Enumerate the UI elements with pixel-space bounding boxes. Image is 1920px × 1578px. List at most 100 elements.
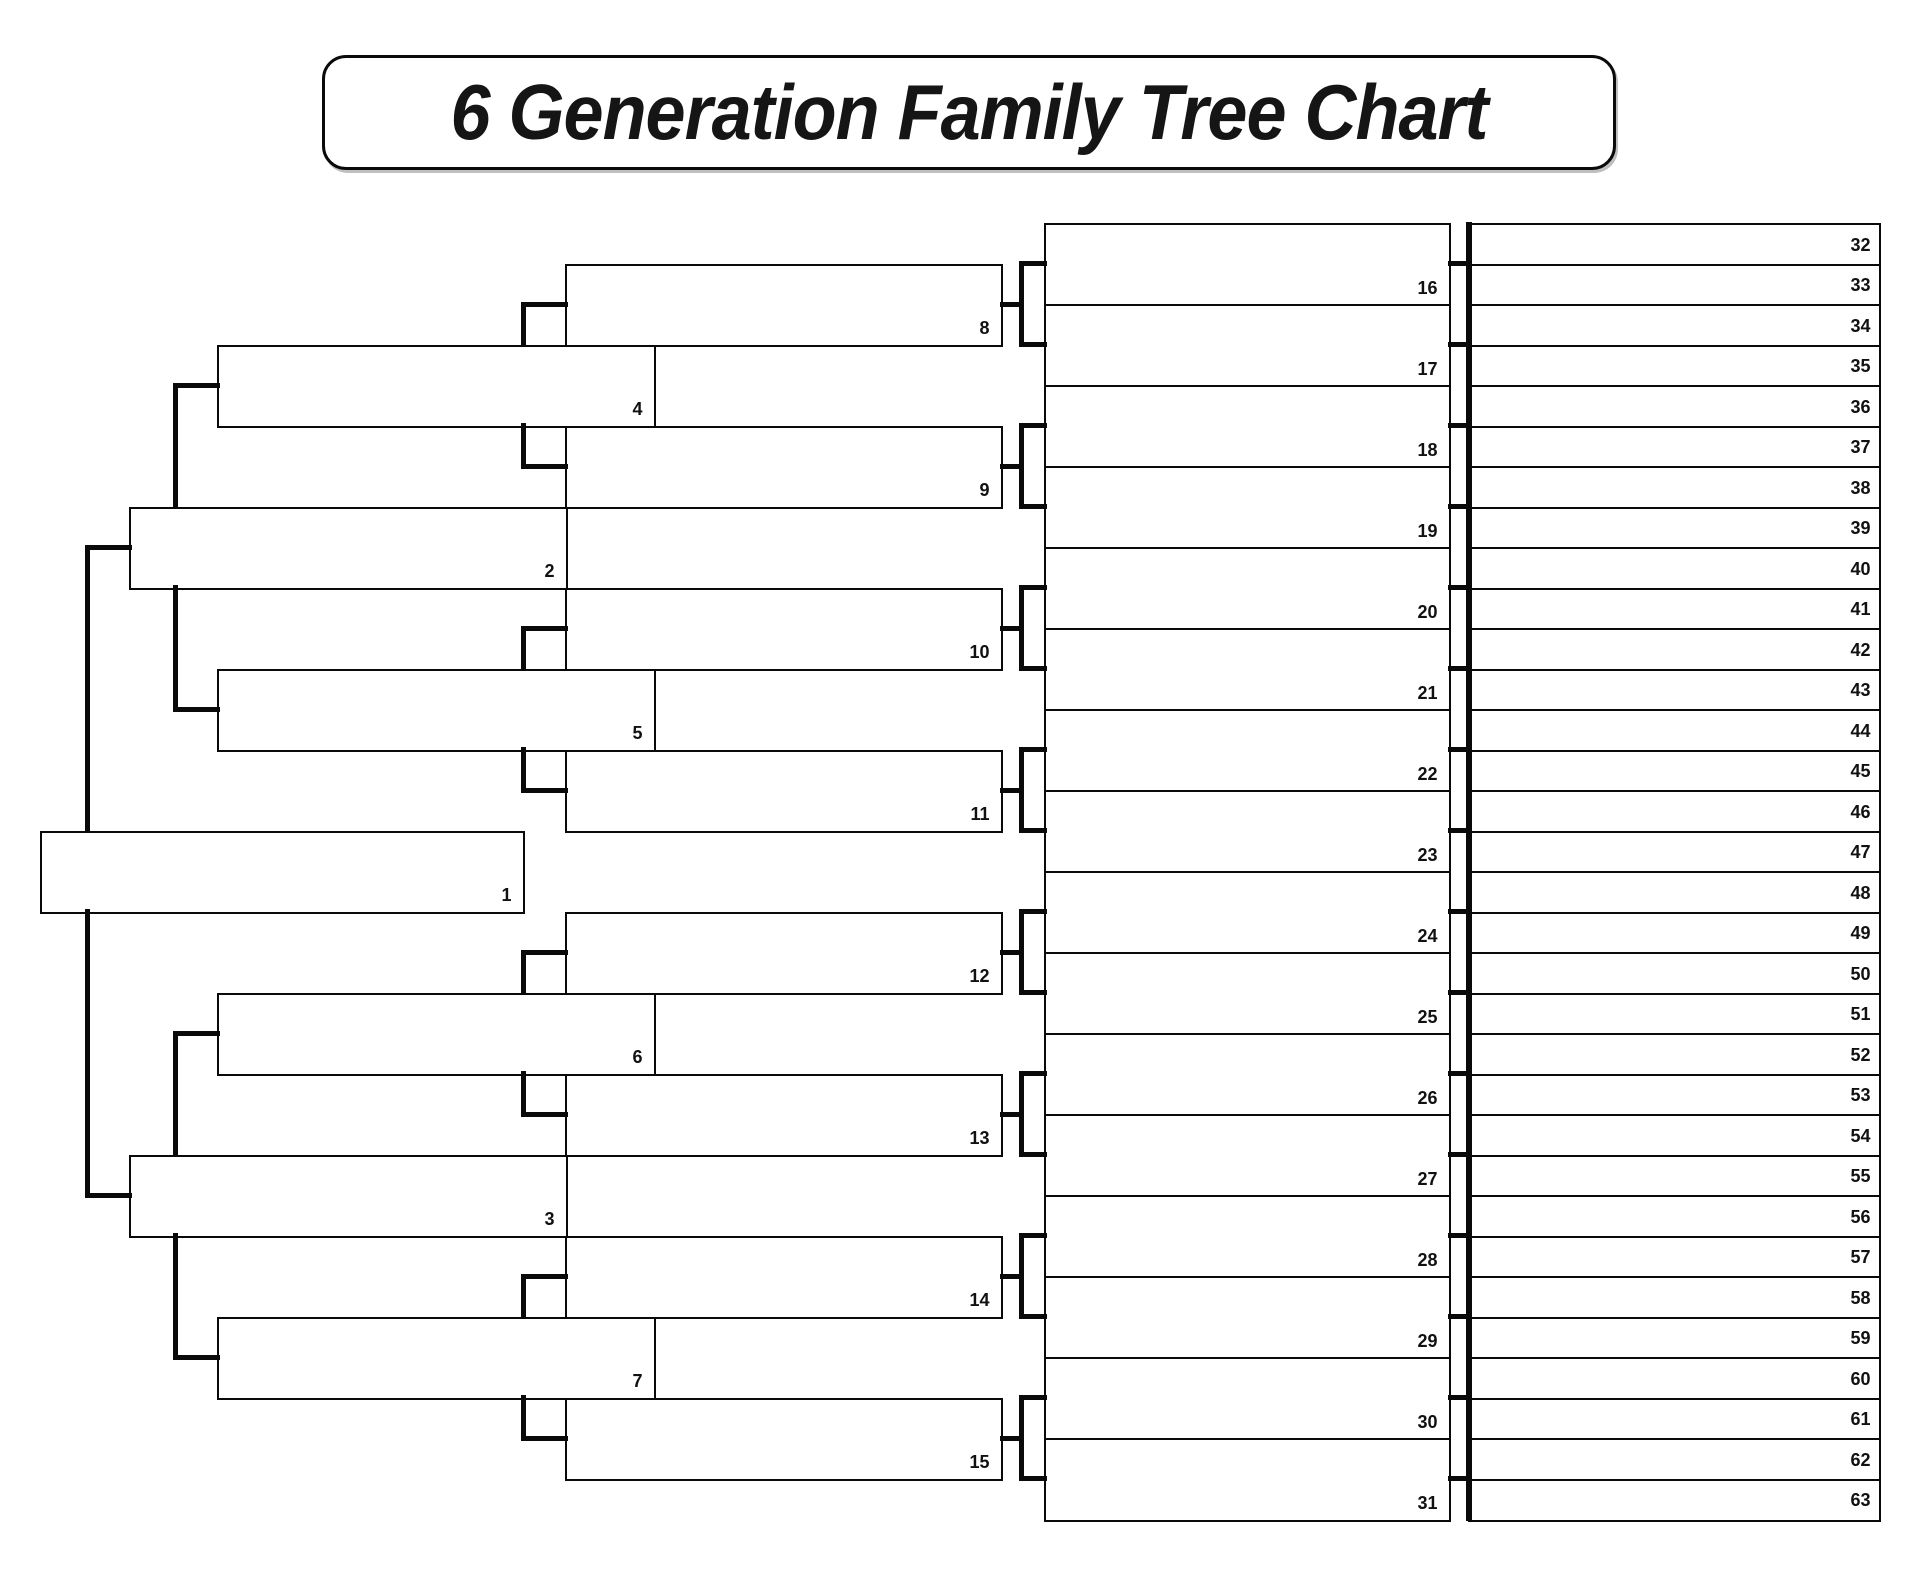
person-number-53: 53 [1850, 1085, 1871, 1105]
connector-line [520, 1395, 526, 1441]
connector-line [172, 1030, 178, 1157]
connector-line [84, 1192, 132, 1198]
person-box-25: 25 [1044, 952, 1451, 1036]
connector-line [1018, 1071, 1047, 1076]
connector-line [1018, 261, 1047, 266]
connector-line [1000, 301, 1024, 307]
person-box-3: 3 [129, 1154, 568, 1238]
connector-line [1000, 463, 1024, 469]
connector-line [172, 706, 220, 712]
person-box-59: 59 [1468, 1316, 1881, 1360]
person-box-45: 45 [1468, 749, 1881, 793]
person-box-28: 28 [1044, 1195, 1451, 1279]
connector-line [1018, 747, 1024, 833]
person-box-40: 40 [1468, 547, 1881, 590]
person-box-20: 20 [1044, 547, 1451, 631]
connector-line [520, 1111, 568, 1117]
person-number-62: 62 [1850, 1449, 1871, 1470]
person-box-46: 46 [1468, 790, 1881, 833]
person-box-30: 30 [1044, 1357, 1451, 1441]
person-number-38: 38 [1850, 477, 1871, 498]
person-box-47: 47 [1468, 830, 1881, 874]
person-box-53: 53 [1468, 1073, 1881, 1117]
connector-line [1018, 990, 1047, 995]
connector-line [1000, 1273, 1024, 1279]
person-box-21: 21 [1044, 628, 1451, 712]
connector-line [1018, 585, 1047, 590]
connector-line [1448, 1395, 1471, 1400]
connector-line [84, 909, 90, 1198]
person-box-33: 33 [1468, 263, 1881, 307]
person-box-8: 8 [565, 263, 1003, 347]
person-number-18: 18 [1417, 439, 1438, 460]
person-box-1: 1 [40, 830, 525, 914]
person-box-50: 50 [1468, 952, 1881, 995]
person-box-48: 48 [1468, 871, 1881, 914]
person-box-13: 13 [565, 1073, 1003, 1157]
person-number-56: 56 [1850, 1206, 1871, 1227]
person-number-51: 51 [1850, 1004, 1871, 1024]
person-number-31: 31 [1417, 1492, 1438, 1513]
person-number-4: 4 [632, 399, 643, 419]
person-number-15: 15 [969, 1452, 990, 1472]
person-number-34: 34 [1850, 315, 1871, 336]
person-number-63: 63 [1850, 1490, 1871, 1510]
person-number-52: 52 [1850, 1044, 1871, 1065]
connector-line [1000, 625, 1024, 631]
connector-line [1018, 342, 1047, 347]
connector-line [520, 747, 526, 793]
chart-title: 6 Generation Family Tree Chart [450, 69, 1488, 156]
person-box-34: 34 [1468, 304, 1881, 347]
connector-line [1018, 909, 1047, 914]
person-box-9: 9 [565, 425, 1003, 509]
connector-line [1448, 909, 1471, 914]
person-box-15: 15 [565, 1397, 1003, 1481]
connector-line [1018, 585, 1024, 671]
connector-line [520, 301, 526, 347]
connector-line [520, 1435, 568, 1441]
person-number-11: 11 [970, 804, 990, 824]
person-box-6: 6 [217, 992, 656, 1076]
connector-line [520, 787, 568, 793]
connector-line [1018, 504, 1047, 509]
person-box-12: 12 [565, 911, 1003, 995]
person-number-45: 45 [1850, 761, 1871, 781]
connector-line [1018, 1233, 1047, 1238]
person-box-11: 11 [565, 749, 1003, 833]
person-number-2: 2 [544, 561, 555, 581]
connector-line [172, 1354, 220, 1360]
connector-line [520, 625, 526, 671]
person-box-51: 51 [1468, 992, 1881, 1036]
person-box-35: 35 [1468, 344, 1881, 388]
person-number-42: 42 [1850, 639, 1871, 660]
person-box-10: 10 [565, 587, 1003, 671]
connector-line [84, 544, 90, 833]
chart-title-box: 6 Generation Family Tree Chart [322, 55, 1616, 170]
person-box-29: 29 [1044, 1276, 1451, 1360]
person-number-21: 21 [1417, 682, 1438, 703]
person-number-58: 58 [1850, 1287, 1871, 1308]
person-number-39: 39 [1850, 518, 1871, 538]
person-box-4: 4 [217, 344, 656, 428]
connector-line [84, 544, 132, 550]
connector-line [1448, 1314, 1471, 1319]
person-number-24: 24 [1417, 925, 1438, 946]
connector-line [1018, 1071, 1024, 1157]
person-box-32: 32 [1468, 223, 1881, 266]
connector-line [1000, 787, 1024, 793]
person-number-50: 50 [1850, 963, 1871, 984]
person-box-63: 63 [1468, 1478, 1881, 1522]
person-box-14: 14 [565, 1235, 1003, 1319]
person-box-17: 17 [1044, 304, 1451, 388]
person-box-19: 19 [1044, 466, 1451, 550]
person-number-1: 1 [501, 885, 512, 905]
person-box-24: 24 [1044, 871, 1451, 955]
connector-line [520, 1273, 526, 1319]
person-number-44: 44 [1850, 720, 1871, 741]
connector-line [172, 1233, 178, 1360]
person-number-26: 26 [1417, 1087, 1438, 1108]
person-box-39: 39 [1468, 506, 1881, 550]
person-box-37: 37 [1468, 425, 1881, 469]
connector-line [1448, 747, 1471, 752]
